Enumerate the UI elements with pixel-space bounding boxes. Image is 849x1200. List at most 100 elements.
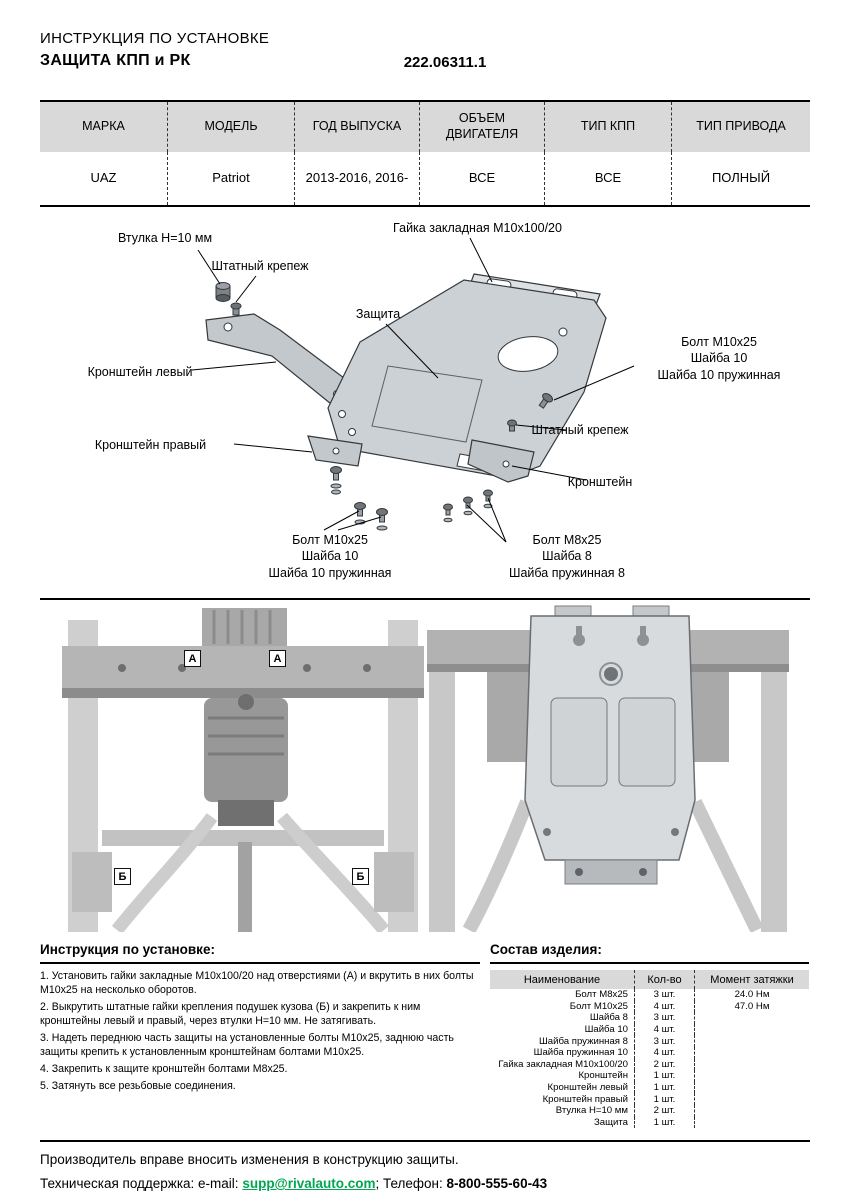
parts-row: Шайба 8 3 шт. [490,1012,809,1024]
part-qty: 2 шт. [635,1058,695,1071]
parts-row: Кронштейн 1 шт. [490,1070,809,1082]
instruction-step: 3. Надеть переднюю часть защиты на устан… [40,1031,454,1058]
part-name: Втулка Н=10 мм [490,1104,635,1117]
label-line: Болт М10х25 [681,335,757,349]
label-bushing: Втулка Н=10 мм [117,231,213,245]
vehicle-spec-table: МАРКА МОДЕЛЬ ГОД ВЫПУСКА ОБЪЕМ ДВИГАТЕЛЯ… [40,100,810,207]
stock-fastener-top-part [230,302,242,316]
manufacturer-note: Производитель вправе вносить изменения в… [40,1152,459,1167]
spec-header-row: МАРКА МОДЕЛЬ ГОД ВЫПУСКА ОБЪЕМ ДВИГАТЕЛЯ… [40,102,810,152]
label-line: Шайба 10 пружинная [657,367,781,382]
shield-part [327,273,607,479]
label-line: Болт М8х25 [532,533,602,547]
parts-row: Шайба 10 4 шт. [490,1023,809,1036]
part-qty: 2 шт. [635,1104,695,1117]
part-qty: 1 шт. [635,1093,695,1105]
part-name: Шайба пружинная 10 [490,1046,635,1059]
document-title: ИНСТРУКЦИЯ ПО УСТАНОВКЕ [40,30,270,47]
divider [40,1140,810,1142]
spec-brand: UAZ [40,152,168,205]
label-line: Шайба 10 [690,351,748,366]
spec-model: Patriot [168,152,295,205]
part-name: Болт М10х25 [490,1000,635,1013]
part-torque [695,1070,809,1082]
label-stock-fastener-top: Штатный крепеж [211,259,309,273]
part-torque: 24.0 Нм [734,989,770,1001]
parts-col-torque: Момент затяжки [710,973,794,986]
label-shield: Защита [355,307,401,321]
undercarriage-photo-installed [427,605,789,932]
bolt-with-washers-part [330,466,342,495]
stock-fastener-right-part [507,419,517,432]
parts-row: Защита 1 шт. [490,1116,809,1129]
parts-col-qty: Кол-во [635,970,695,989]
part-name: Шайба пружинная 8 [490,1035,635,1047]
parts-row: Шайба пружинная 8 3 шт. [490,1035,809,1047]
bracket-left-part [205,313,355,409]
spec-engine: ВСЕ [420,152,545,205]
spec-gearbox: ВСЕ [545,152,672,205]
part-torque [695,1035,809,1047]
instruction-step: 1. Установить гайки закладные М10х100/20… [40,970,474,996]
part-qty: 4 шт. [635,1023,695,1036]
instruction-step: 4. Закрепить к защите кронштейн болтами … [40,1062,288,1075]
part-qty: 1 шт. [635,1081,695,1094]
label-bracket: Кронштейн [567,475,633,489]
bolts-m10-bottom-part [354,502,388,531]
part-name: Шайба 8 [490,1012,635,1024]
part-torque [695,1093,809,1105]
label-stock-fastener-right: Штатный крепеж [531,423,629,437]
part-torque [695,1059,809,1071]
spec-data-row: UAZ Patriot 2013-2016, 2016- ВСЕ ВСЕ ПОЛ… [40,152,810,205]
label-embedded-nut: Гайка закладная М10х100/20 [393,221,562,235]
parts-row: Гайка закладная М10х100/20 2 шт. [490,1058,809,1071]
instruction-step: 2. Выкрутить штатные гайки крепления под… [40,1000,421,1027]
marker-b: Б [114,868,131,885]
label-bracket-left: Кронштейн левый [87,365,193,379]
support-label: Техническая поддержка: e-mail: [40,1176,243,1191]
label-bolt-m8-bottom: Болт М8х25 Шайба 8 Шайба пружинная 8 [478,532,656,581]
part-name: Кронштейн [490,1070,635,1082]
leader-lines [191,237,635,543]
part-qty: 4 шт. [635,1046,695,1059]
part-name: Гайка закладная М10х100/20 [490,1058,635,1071]
part-qty: 4 шт. [635,1000,695,1013]
spec-col-header: ОБЪЕМ ДВИГАТЕЛЯ [420,102,545,152]
part-qty: 1 шт. [635,1070,695,1082]
label-line: Шайба пружинная 8 [509,565,625,580]
bracket-right-part [307,435,363,467]
parts-header-row: Наименование Кол-во Момент затяжки [490,970,809,989]
support-phone: 8-800-555-60-43 [446,1176,548,1191]
part-qty: 3 шт. [635,989,695,1001]
marker-b: Б [352,868,369,885]
support-email-link[interactable]: supp@rivalauto.com [242,1176,376,1191]
label-line: Шайба 10 пружинная [268,565,392,580]
part-number: 222.06311.1 [403,54,487,71]
diagram-drawing [191,237,635,543]
parts-col-name: Наименование [490,970,635,989]
product-title: ЗАЩИТА КПП и РК [40,52,191,69]
parts-list: Состав изделия: Наименование Кол-во Моме… [490,942,809,1129]
bushing-part [215,282,231,302]
parts-row: Болт М8х25 3 шт. 24.0 Нм [490,989,809,1001]
spec-col-header: МАРКА [40,102,168,152]
installation-instructions: Инструкция по установке: 1. Установить г… [40,942,480,1097]
part-torque [695,1105,809,1117]
bolt-m10-right-part [538,392,554,409]
part-qty: 3 шт. [635,1012,695,1024]
part-torque [695,1012,809,1024]
label-bracket-right: Кронштейн правый [94,438,207,452]
exploded-diagram: Втулка Н=10 мм Штатный крепеж Гайка закл… [40,214,810,596]
part-name: Защита [490,1116,635,1129]
marker-a: А [184,650,201,667]
parts-row: Шайба пружинная 10 4 шт. [490,1046,809,1059]
phone-label: ; Телефон: [375,1176,447,1191]
part-torque [695,1082,809,1094]
divider [40,962,480,964]
label-line: Шайба 8 [542,549,592,564]
part-name: Кронштейн правый [490,1093,635,1105]
part-name: Шайба 10 [490,1023,635,1036]
bolts-m8-bottom-part [443,489,493,523]
spec-col-header: ТИП ПРИВОДА [696,119,786,134]
